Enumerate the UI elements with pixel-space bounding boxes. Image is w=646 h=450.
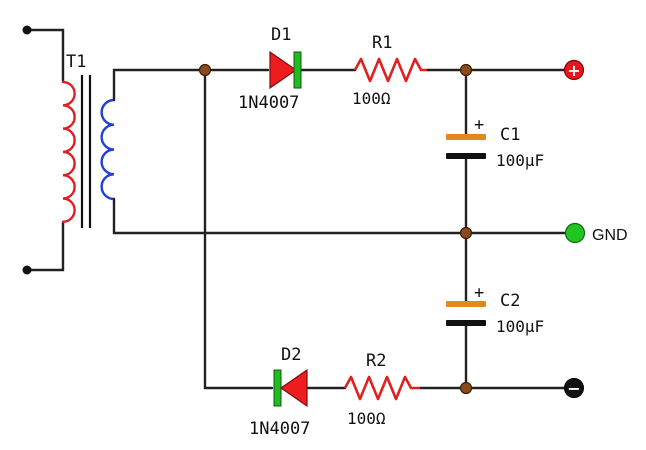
capacitor-c2-negative-plate [446,320,486,326]
resistor-r2-name: R2 [366,351,386,371]
main-wiring [112,68,567,390]
resistor-r1-value: 100Ω [352,89,391,108]
capacitor-c2: + C2 100µF [446,283,544,336]
junction-dot [198,63,212,77]
input-terminal-bottom[interactable] [22,265,32,275]
ground-terminal[interactable]: GND [564,222,628,245]
secondary-coil [100,98,116,201]
capacitor-c2-positive-plate [446,301,486,307]
diode-d1-cathode-band [293,51,302,89]
positive-terminal[interactable]: + [563,59,585,81]
ground-label: GND [592,227,628,244]
resistor-r1: R1 100Ω [352,33,427,108]
capacitor-c2-value: 100µF [496,317,544,336]
ground-terminal-dot[interactable] [564,222,586,244]
positive-terminal-symbol: + [567,61,580,80]
diode-d1-body [269,50,298,90]
negative-terminal-dot[interactable] [564,378,584,398]
resistor-r1-name: R1 [372,33,392,53]
capacitor-c1-positive-plate [446,134,486,140]
capacitor-c1-name: C1 [500,125,520,145]
resistor-r1-zigzag [353,57,427,83]
junction-dot [459,63,473,77]
negative-terminal-symbol: − [567,379,580,398]
diode-d2-name: D2 [281,345,301,365]
capacitor-c1-polarity: + [474,115,484,135]
transformer-t1: T1 [61,52,116,228]
junction-dot [459,381,473,395]
resistor-r2-zigzag [343,375,420,401]
primary-wiring [25,28,65,272]
resistor-r2-value: 100Ω [347,409,386,428]
diode-d2: D2 1N4007 [249,345,310,439]
capacitor-c2-polarity: + [474,283,484,303]
transformer-label: T1 [66,52,86,72]
input-terminal-top[interactable] [22,25,32,35]
diode-d1: D1 1N4007 [238,25,302,113]
junction-dot [459,226,473,240]
resistor-r2: R2 100Ω [343,351,420,428]
capacitor-c1: + C1 100µF [446,115,544,170]
diode-d1-part: 1N4007 [238,93,299,113]
negative-terminal[interactable]: − [564,378,584,399]
positive-terminal-dot[interactable] [563,59,585,81]
diode-d1-name: D1 [271,25,291,45]
capacitor-c2-name: C2 [500,291,520,311]
capacitor-c1-negative-plate [446,153,486,159]
diode-d2-part: 1N4007 [249,419,310,439]
primary-coil [61,80,76,223]
diode-d2-body [279,368,308,408]
capacitor-c1-value: 100µF [496,151,544,170]
